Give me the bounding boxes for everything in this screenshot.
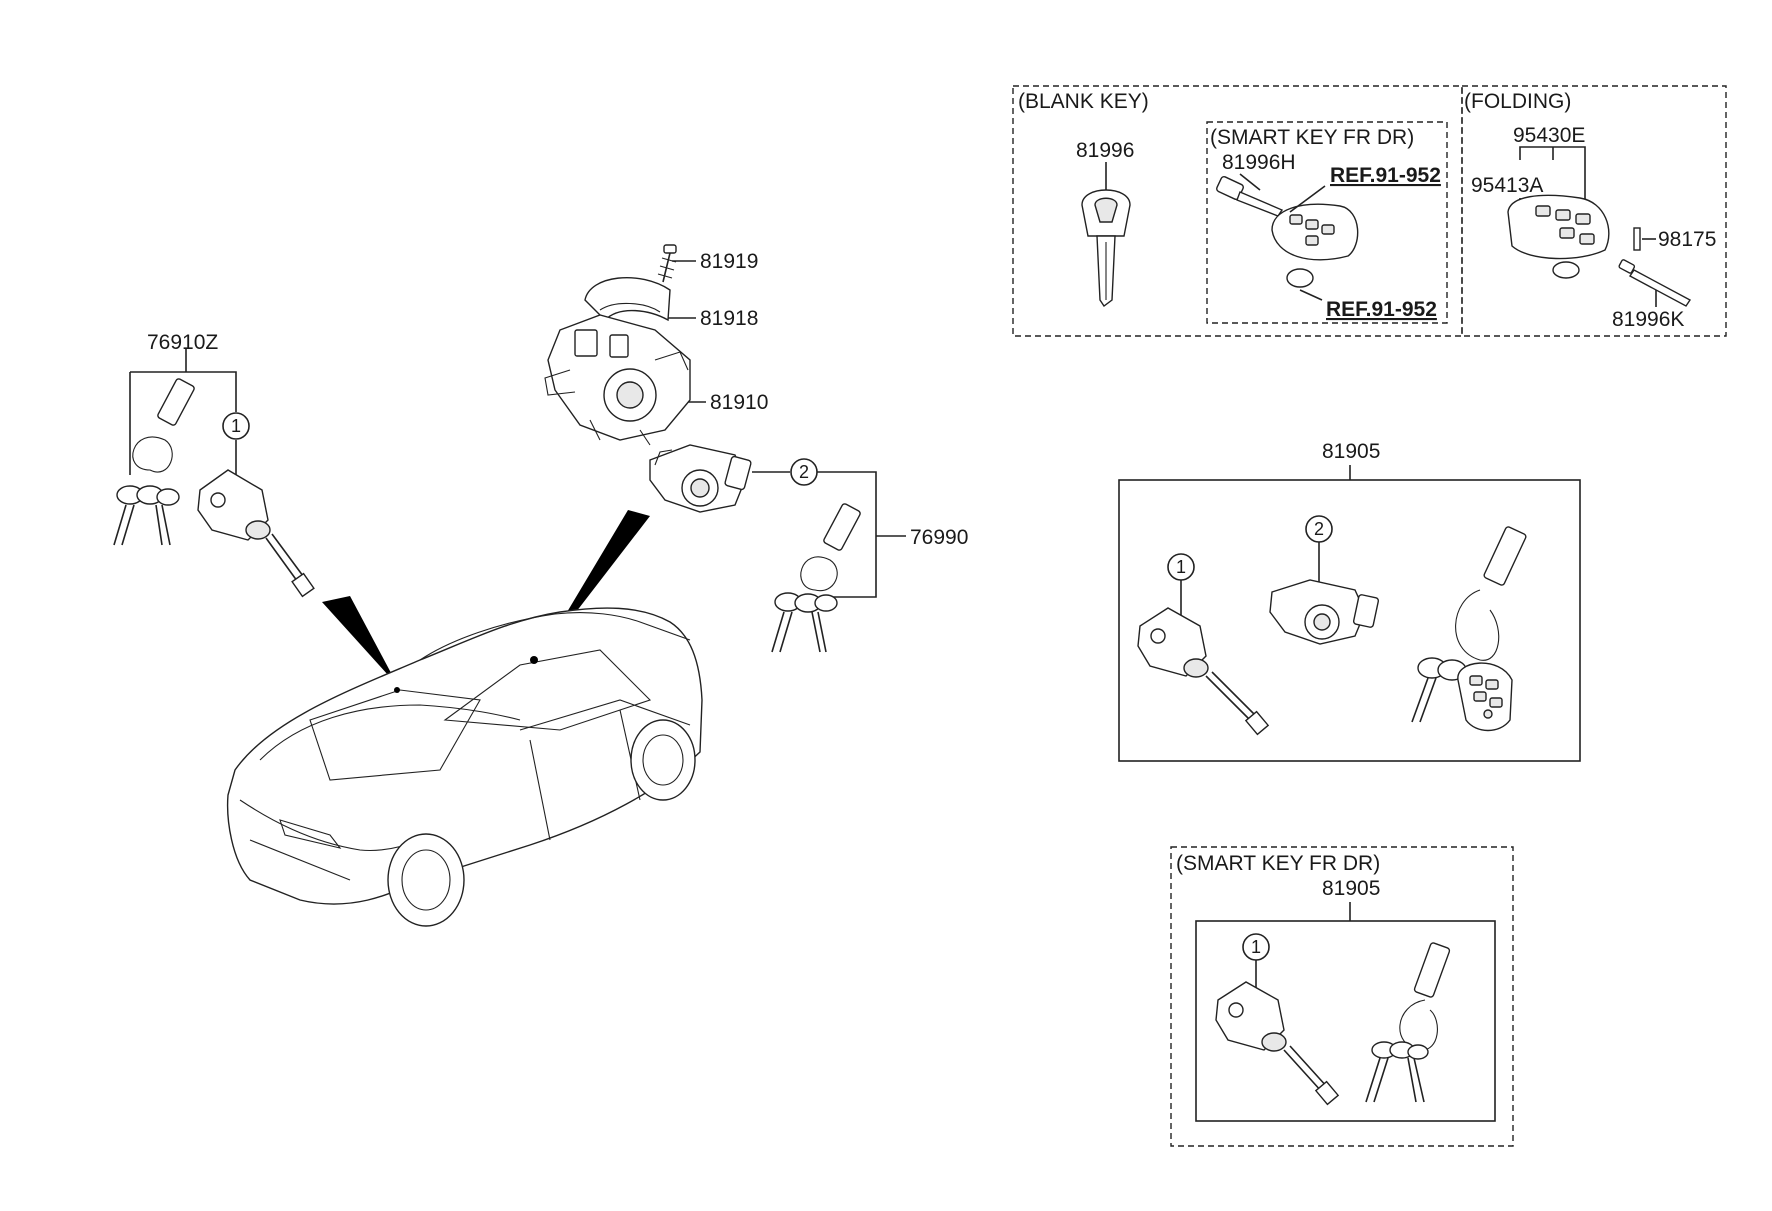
leader-76910z-bracket [130,371,237,412]
ref-label-upper[interactable]: REF.91-952 [1330,164,1441,187]
part-label-81996: 81996 [1076,139,1134,162]
part-label-81919: 81919 [700,250,758,273]
part-label-81996h: 81996H [1222,151,1296,174]
smart-key-fr-dr-group-box-top [1206,121,1448,324]
pin-98175-illustration [1633,227,1641,251]
smart-key-fob-top-illustration [1271,203,1359,261]
ignition-lock-cylinder-illustration [649,444,752,513]
folding-group-box [1461,85,1727,337]
screw-81919-illustration [657,244,677,283]
leader-81996h [1239,173,1261,191]
car-illustration [226,607,703,927]
group-title-blank-key: (BLANK KEY) [1018,90,1149,113]
part-label-95430e: 95430E [1513,124,1585,147]
group-title-folding: (FOLDING) [1464,90,1571,113]
group-title-smart-key-fr-dr-bottom: (SMART KEY FR DR) [1176,852,1380,875]
key-set-center-illustration [771,503,861,653]
leader-76990-bracket [817,471,877,598]
door-lock-cylinder-left-illustration [197,469,315,598]
callout-number-1-smart: 1 [1251,937,1261,957]
callout-number-1-left: 1 [231,416,241,436]
callout-number-2-kit: 2 [1314,519,1324,539]
leader-ref-lower [1299,289,1323,301]
part-label-81996k: 81996K [1612,308,1684,331]
ref-label-lower[interactable]: REF.91-952 [1326,298,1437,321]
emergency-key-81996h-illustration [1216,175,1284,217]
smart-key-fr-dr-group-box-bottom [1170,846,1514,1147]
part-label-81910: 81910 [710,391,768,414]
part-label-76990: 76990 [910,526,968,549]
bracket-81918-illustration [584,277,671,322]
folding-key-fob-illustration [1507,194,1610,260]
callout-circle-1-left [222,412,250,440]
smart-kit-door-lock-cylinder-illustration [1215,981,1340,1106]
battery-coin-illustration [1286,268,1314,288]
group-title-smart-key-fr-dr-top: (SMART KEY FR DR) [1210,126,1414,149]
kit-81905-smart-box [1195,920,1496,1122]
part-label-81918: 81918 [700,307,758,330]
location-arrow-left [322,596,398,686]
folding-battery-illustration [1552,261,1580,279]
part-label-76910z: 76910Z [147,331,218,354]
key-set-left-illustration [113,378,195,546]
blank-key-81996-illustration [1081,189,1131,308]
folding-blade-81996k-illustration [1618,259,1692,307]
steering-lock-81910-illustration [544,314,691,446]
kit-ignition-cylinder-illustration [1269,579,1380,645]
kit-door-lock-cylinder-illustration [1137,607,1270,736]
kit-folding-key-set-illustration [1411,526,1527,732]
kit-81905-main-box [1118,479,1581,762]
callout-number-1-kit: 1 [1176,557,1186,577]
part-label-95413a: 95413A [1471,174,1543,197]
leader-ref-upper [1289,185,1326,213]
part-label-81905-main: 81905 [1322,440,1380,463]
callout-number-2-center: 2 [799,462,809,482]
part-label-81905-smart: 81905 [1322,877,1380,900]
smart-kit-key-set-illustration [1365,942,1451,1103]
part-label-98175: 98175 [1658,228,1716,251]
